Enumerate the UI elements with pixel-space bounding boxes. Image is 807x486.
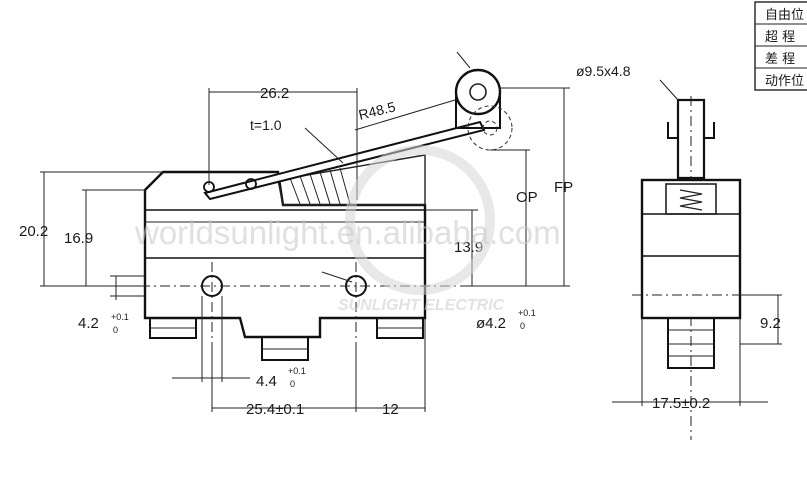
front-housing xyxy=(640,178,742,320)
dim-20-2-label: 20.2 xyxy=(19,223,48,240)
dim-13-9-label: 13.9 xyxy=(454,239,483,256)
spec-table-row-overtravel: 超 程 xyxy=(765,30,795,45)
dim-4-2-tol-bot: 0 xyxy=(113,325,118,335)
dim-phi-4-2-tol-bot: 0 xyxy=(520,321,525,331)
dim-26-2-label: 26.2 xyxy=(260,85,289,102)
dim-4-2-tol-top: +0.1 xyxy=(111,312,129,322)
dim-25-4-label: 25.4±0.1 xyxy=(246,401,304,418)
dim-16-9-label: 16.9 xyxy=(64,230,93,247)
dim-4-2-label: 4.2 xyxy=(78,315,99,332)
dim-12-label: 12 xyxy=(382,401,399,418)
terminals-side xyxy=(149,318,424,361)
spec-table-row-differential: 差 程 xyxy=(765,52,795,67)
dim-4-4-tol-top: +0.1 xyxy=(288,366,306,376)
dim-t-label: t=1.0 xyxy=(250,117,282,133)
watermark: worldsunlight.en.alibaba.com SUNLIGHT EL… xyxy=(134,145,561,314)
dim-17-5-label: 17.5±0.2 xyxy=(652,395,710,412)
watermark-logo-text: SUNLIGHT ELECTRIC xyxy=(338,297,505,314)
watermark-text: worldsunlight.en.alibaba.com xyxy=(134,214,561,251)
dim-4-4-tol-bot: 0 xyxy=(290,379,295,389)
dim-phi-4-2-tol-top: +0.1 xyxy=(518,308,536,318)
spec-table: 自由位 超 程 差 程 动作位 xyxy=(754,1,807,91)
dim-9-2-label: 9.2 xyxy=(760,315,781,332)
dim-fp-label: FP xyxy=(554,179,573,196)
dim-op-label: OP xyxy=(516,189,538,206)
spec-table-row-free-position: 自由位 xyxy=(765,8,804,23)
lever-arm xyxy=(203,120,486,201)
dim-4-4-label: 4.4 xyxy=(256,373,277,390)
spec-table-row-operating-position: 动作位 xyxy=(765,74,804,89)
dim-roller-diameter-label: ø9.5x4.8 xyxy=(576,63,631,79)
dim-phi-4-2-label: ø4.2 xyxy=(476,315,506,332)
front-view: 9.2 17.5±0.2 xyxy=(612,96,782,440)
roller xyxy=(454,68,513,151)
